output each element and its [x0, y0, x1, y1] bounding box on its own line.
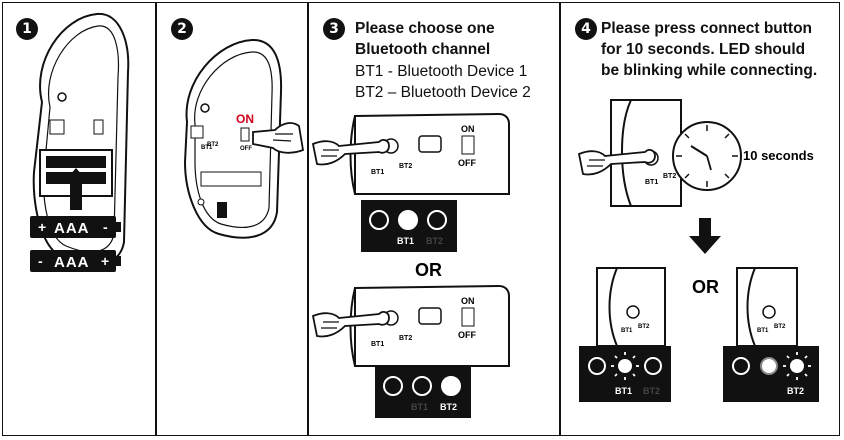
step4-right-bt2: BT2 — [774, 324, 786, 330]
battery-top-label: AAA — [54, 220, 90, 237]
step3-led1-bt1: BT1 — [397, 236, 414, 246]
panel-divider-2 — [307, 2, 309, 436]
step3-led2-bt1: BT1 — [411, 402, 428, 412]
step4-led1-bt2: BT2 — [643, 386, 660, 396]
step3-bottom-bt1: BT1 — [371, 341, 384, 348]
step3-bottom-switch-on: ON — [461, 296, 475, 306]
step4-led1-bt1: BT1 — [615, 386, 632, 396]
step4-device-bt2: BT2 — [663, 173, 676, 180]
step-1-number: 1 — [16, 18, 38, 40]
step-2-number: 2 — [171, 18, 193, 40]
step2-bt2: BT2 — [207, 142, 219, 148]
battery-top — [30, 216, 116, 238]
step-4-panel: 4 — [561, 2, 840, 436]
step3-bottom-bt2: BT2 — [399, 335, 412, 342]
step2-bt1: BT1 — [201, 145, 213, 151]
connect-button-illustration: BT1 BT2 10 seconds OR BT1 BT2 BT1 BT2 BT… — [577, 99, 819, 402]
step3-top-switch-on: ON — [461, 124, 475, 134]
step-1-panel: 1 + AAA - - AAA + — [2, 2, 155, 436]
battery-bottom-minus: - — [38, 253, 43, 269]
step3-top-bt1: BT1 — [371, 169, 384, 176]
step4-right-bt1: BT1 — [757, 328, 769, 334]
step-3-panel: 3 — [309, 2, 559, 436]
step3-bt2-line: BT2 – Bluetooth Device 2 — [355, 84, 531, 101]
step-3-number: 3 — [323, 18, 345, 40]
step4-title-line3: be blinking while connecting. — [601, 62, 818, 79]
panel-divider-1 — [155, 2, 157, 436]
down-arrow-icon — [689, 218, 721, 254]
step2-on-callout: ON — [236, 112, 254, 126]
battery-bottom — [30, 250, 116, 272]
step3-title-line1: Please choose one — [355, 20, 495, 37]
battery-bottom-plus: + — [101, 253, 109, 269]
step3-led2-bt2: BT2 — [440, 402, 457, 412]
panel-divider-3 — [559, 2, 561, 436]
step3-top-bt2: BT2 — [399, 163, 412, 170]
bluetooth-channel-illustration: ON OFF BT1 BT2 BT1 BT2 OR ON OFF BT1 BT2… — [311, 112, 510, 418]
timer-label: 10 seconds — [743, 148, 814, 163]
step3-led1-bt2: BT2 — [426, 236, 443, 246]
step3-bottom-switch-off: OFF — [458, 330, 476, 340]
battery-install-illustration: + AAA - - AAA + — [30, 12, 130, 272]
step-4-number: 4 — [575, 18, 597, 40]
step4-or: OR — [692, 277, 719, 297]
step4-led2-bt2: BT2 — [787, 386, 804, 396]
step3-or: OR — [415, 260, 442, 280]
step-2-panel: 2 BT1 BT2 ON OFF — [157, 2, 307, 436]
step3-bt1-line: BT1 - Bluetooth Device 1 — [355, 63, 528, 80]
step4-left-bt1: BT1 — [621, 328, 633, 334]
step4-title-line2: for 10 seconds. LED should — [601, 41, 806, 58]
step4-device-bt1: BT1 — [645, 179, 658, 186]
step3-title-line2: Bluetooth channel — [355, 41, 491, 58]
step4-left-bt2: BT2 — [638, 324, 650, 330]
battery-top-minus: - — [103, 219, 108, 235]
battery-bottom-label: AAA — [54, 254, 90, 271]
battery-top-plus: + — [38, 219, 46, 235]
step3-top-switch-off: OFF — [458, 158, 476, 168]
power-switch-illustration: BT1 BT2 ON OFF — [183, 38, 305, 239]
step2-switch-off: OFF — [240, 146, 252, 152]
step4-title-line1: Please press connect button — [601, 20, 813, 37]
instruction-sheet-frame — [2, 2, 840, 436]
